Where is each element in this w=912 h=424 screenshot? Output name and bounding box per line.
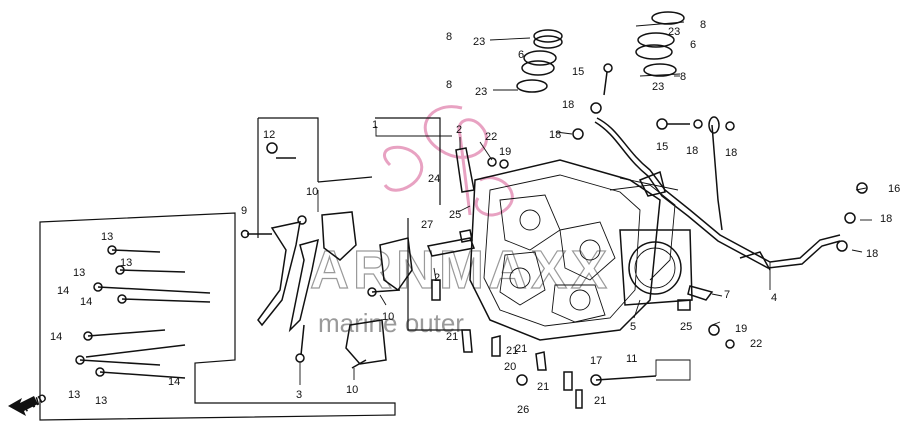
callout-21: 21: [594, 395, 606, 407]
callout-10: 10: [346, 384, 358, 396]
callout-5: 5: [630, 321, 636, 333]
callout-25: 25: [449, 209, 461, 221]
callout-21: 21: [446, 331, 458, 343]
fwd-arrow: [8, 396, 38, 416]
head-gasket: [619, 229, 693, 306]
callout-18: 18: [562, 99, 574, 111]
callout-18: 18: [880, 213, 892, 225]
callout-8: 8: [446, 79, 452, 91]
callout-8: 8: [700, 19, 706, 31]
intake-rubbers: [489, 11, 685, 93]
watermark-logo: [383, 105, 514, 217]
callout-20: 20: [504, 361, 516, 373]
callout-14: 14: [57, 285, 69, 297]
callout-6: 6: [518, 49, 524, 61]
callout-21: 21: [506, 345, 518, 357]
callout-23: 23: [652, 81, 664, 93]
callout-2: 2: [456, 124, 462, 136]
callout-18: 18: [866, 248, 878, 260]
callout-19: 19: [735, 323, 747, 335]
fwd-label: FWD: [22, 392, 50, 415]
oil-pipe: [594, 116, 841, 271]
callout-14: 14: [50, 331, 62, 343]
callout-25: 25: [680, 321, 692, 333]
callout-13: 13: [120, 257, 132, 269]
misc-hardware: [426, 63, 868, 409]
callout-19: 19: [499, 146, 511, 158]
head-bolts: [75, 245, 211, 379]
callout-21: 21: [515, 343, 527, 355]
callout-7: 7: [724, 289, 730, 301]
callout-23: 23: [475, 86, 487, 98]
callout-15: 15: [572, 66, 584, 78]
callout-23: 23: [668, 26, 680, 38]
callout-8: 8: [446, 31, 452, 43]
callout-6: 6: [690, 39, 696, 51]
leader-lines: [299, 75, 872, 385]
callout-13: 13: [73, 267, 85, 279]
callout-14: 14: [80, 296, 92, 308]
callout-2: 2: [434, 272, 440, 284]
callout-18: 18: [549, 129, 561, 141]
callout-16: 16: [888, 183, 900, 195]
callout-26: 26: [517, 404, 529, 416]
watermark-tagline: marine outer: [318, 308, 464, 338]
callout-18: 18: [686, 145, 698, 157]
callout-8: 8: [680, 71, 686, 83]
watermark-brand: ARNMAXX: [310, 240, 611, 300]
callout-15: 15: [656, 141, 668, 153]
callout-10: 10: [382, 311, 394, 323]
callout-22: 22: [485, 131, 497, 143]
rocker-arm-brackets: [240, 142, 413, 369]
callout-27: 27: [421, 219, 433, 231]
callout-3: 3: [296, 389, 302, 401]
callout-13: 13: [95, 395, 107, 407]
callout-12: 12: [263, 129, 275, 141]
callout-22: 22: [750, 338, 762, 350]
callout-18: 18: [725, 147, 737, 159]
callout-21: 21: [537, 381, 549, 393]
callout-24: 24: [428, 173, 440, 185]
callout-9: 9: [241, 205, 247, 217]
callout-10: 10: [306, 186, 318, 198]
bolt-group-frame: [39, 117, 470, 421]
callout-14: 14: [168, 376, 180, 388]
callout-11: 11: [626, 353, 637, 365]
callout-13: 13: [101, 231, 113, 243]
callout-23: 23: [473, 36, 485, 48]
callout-17: 17: [590, 355, 602, 367]
callout-13: 13: [68, 389, 80, 401]
callout-1: 1: [372, 119, 378, 131]
callout-4: 4: [771, 292, 777, 304]
